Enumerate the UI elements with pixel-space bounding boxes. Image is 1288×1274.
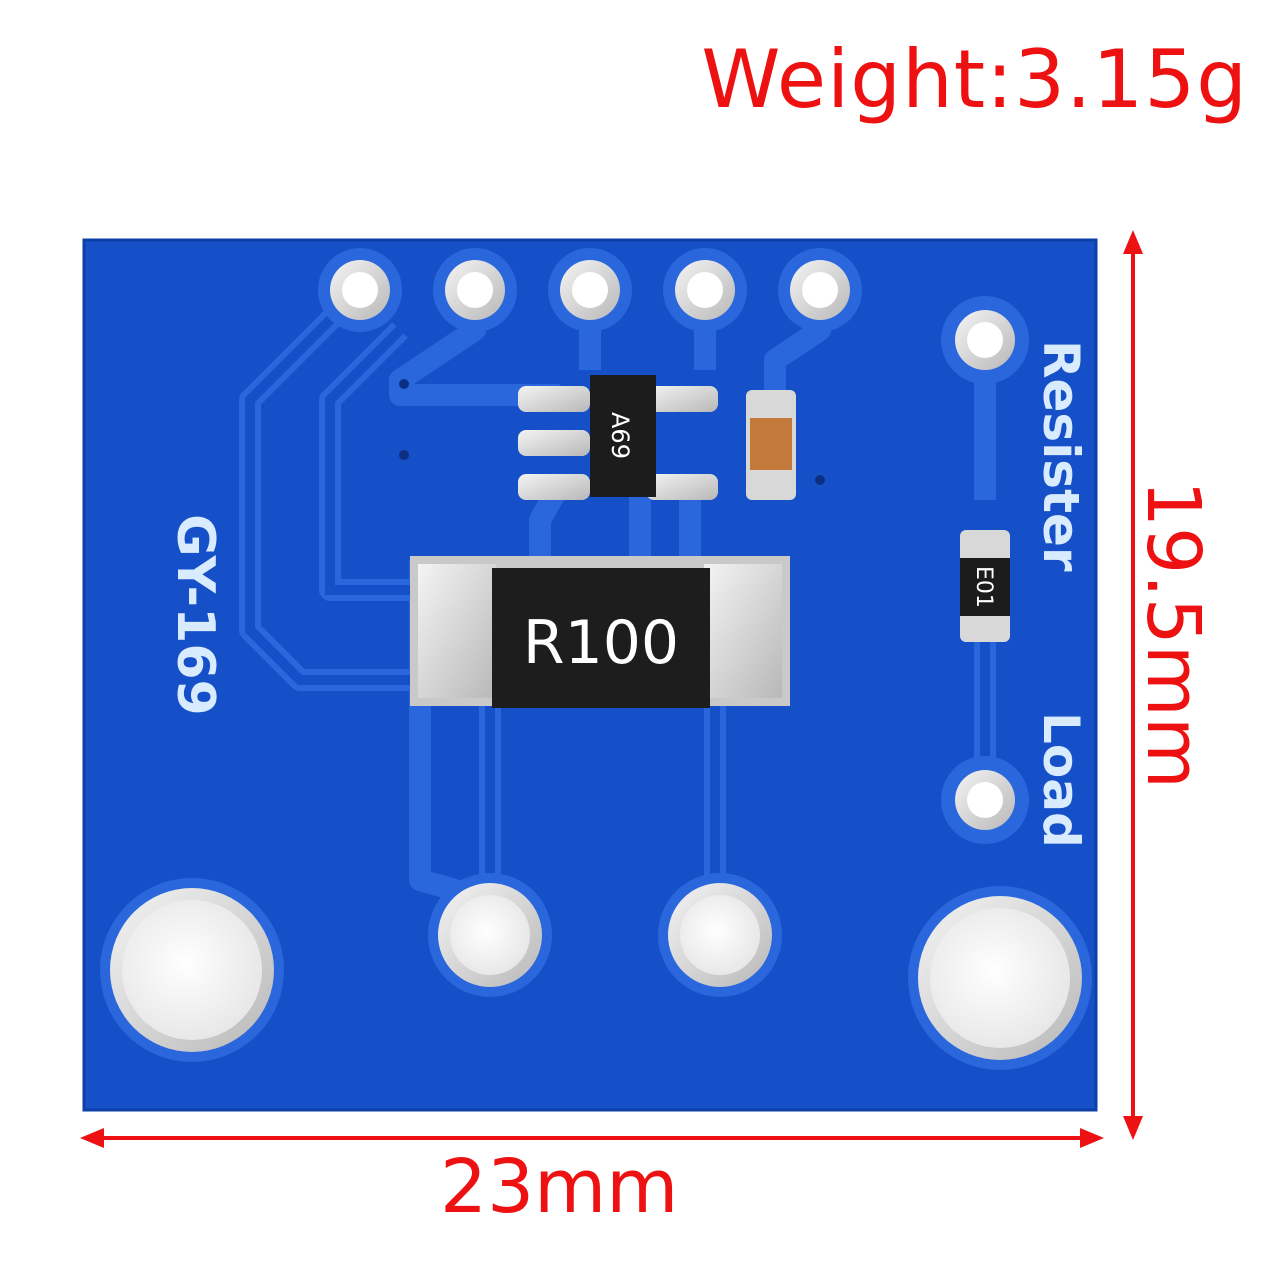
height-label: 19.5mm (1130, 480, 1216, 789)
width-dimension-arrow (80, 1128, 1104, 1148)
small-resistor-marking: E01 (971, 566, 996, 608)
height-dimension-arrow (1123, 230, 1143, 1140)
ic-chip: A69 (518, 375, 718, 500)
model-silkscreen: GY-169 (165, 514, 225, 716)
ic-marking: A69 (606, 412, 634, 459)
shunt-resistor: R100 (410, 556, 790, 708)
load-silkscreen: Load (1032, 712, 1090, 848)
terminal-pad-right (658, 873, 782, 997)
capacitor (746, 390, 796, 500)
small-resistor: E01 (960, 530, 1010, 642)
width-label: 23mm (440, 1144, 679, 1230)
height-label-wrap: 19.5mm (1120, 480, 1216, 789)
terminal-pad-left (428, 873, 552, 997)
resister-silkscreen: Resister (1032, 340, 1090, 572)
shunt-marking: R100 (523, 608, 679, 678)
header-pin-row (318, 248, 862, 332)
weight-label: Weight:3.15g (701, 33, 1248, 126)
mounting-hole-right (908, 886, 1092, 1070)
mounting-hole-left (100, 878, 284, 1062)
